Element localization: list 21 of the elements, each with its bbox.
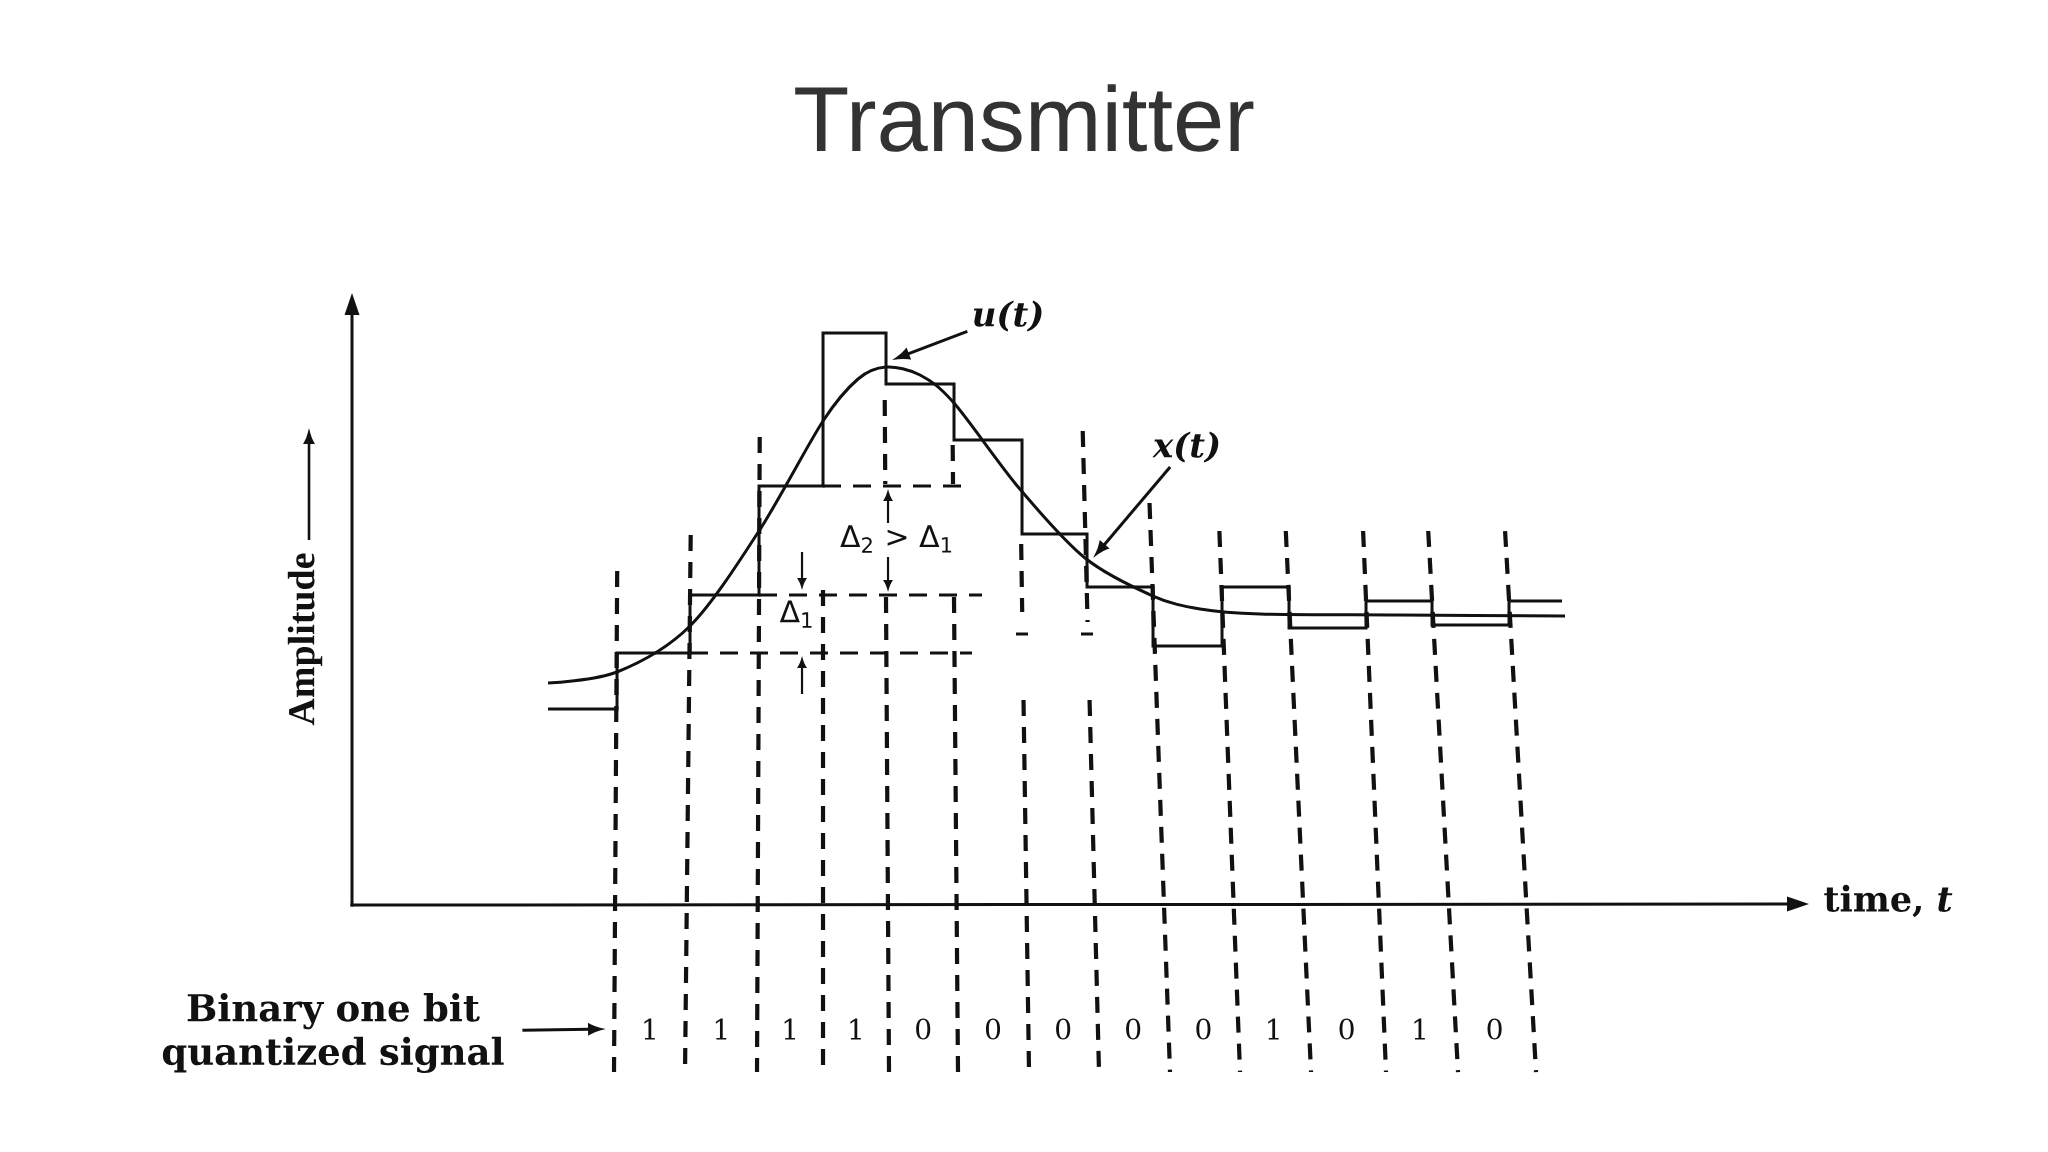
bit-value: 0 xyxy=(1339,1018,1354,1040)
step-size-label: Δ$_{1}$ xyxy=(779,600,812,628)
axis-label: Amplitude xyxy=(287,553,323,726)
bit-value: 0 xyxy=(985,1018,1001,1040)
bit-value: 1 xyxy=(1268,1018,1279,1040)
step-size-label: Δ$_{2}$ > Δ$_{1}$ xyxy=(840,525,952,553)
bit-value: 1 xyxy=(715,1018,727,1040)
bit-value: 1 xyxy=(850,1018,861,1040)
bit-value: 1 xyxy=(644,1018,655,1040)
bit-value: 0 xyxy=(1126,1018,1141,1040)
bit-value: 0 xyxy=(1056,1018,1071,1040)
axis-label: time, t xyxy=(1824,884,1953,918)
row-label: Binary one bit quantized signal xyxy=(162,993,504,1073)
bit-value: 1 xyxy=(784,1018,796,1040)
curve-label: x(t) xyxy=(1152,431,1219,463)
bit-value: 0 xyxy=(1487,1018,1502,1040)
bit-value: 1 xyxy=(1414,1018,1425,1040)
bit-value: 0 xyxy=(1196,1018,1211,1040)
bit-value: 0 xyxy=(916,1018,931,1040)
title: Transmitter xyxy=(795,84,1254,152)
curve-label: u(t) xyxy=(973,300,1042,332)
